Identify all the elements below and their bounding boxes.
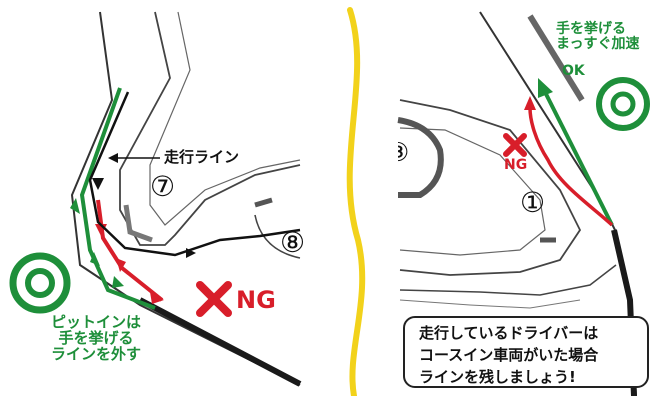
raise-hand-line-2: まっすぐ加速 xyxy=(556,35,640,52)
right-corner3-island xyxy=(397,117,444,198)
left-apex-curb xyxy=(254,197,273,208)
note-line-3: ラインを残しましょう! xyxy=(419,368,576,386)
left-driving-line xyxy=(88,91,301,257)
driving-line-pointer-head xyxy=(108,153,118,163)
pit-in-label: ピットインは 手を挙げる ラインを外す xyxy=(36,313,156,363)
note-line-1: 走行しているドライバーは xyxy=(419,324,599,342)
left-green-arrow-3 xyxy=(112,276,124,288)
note-callout: 走行しているドライバーは コースイン車両がいた場合 ラインを残しましょう! xyxy=(403,316,649,388)
corner-8-number: ⑧ xyxy=(280,226,306,259)
left-green-arrow-2 xyxy=(90,252,100,266)
left-red-arrow-2 xyxy=(116,258,126,272)
raise-hand-instruction: 手を挙げる まっすぐ加速 xyxy=(556,22,639,51)
right-bullseye-icon xyxy=(596,77,650,131)
left-driving-arrow-1 xyxy=(92,178,104,190)
right-ng-label: NG xyxy=(504,157,528,173)
right-green-line xyxy=(543,91,614,226)
left-red-line xyxy=(96,199,164,302)
pit-in-label-line-2: 手を挙げる xyxy=(58,328,134,347)
right-green-arrow xyxy=(538,78,553,98)
left-infield-line xyxy=(119,11,301,246)
right-infield-edge-2 xyxy=(399,127,546,256)
left-infield-line-2 xyxy=(149,11,301,226)
ok-label: OK xyxy=(562,63,585,79)
left-track-edge-dark xyxy=(138,297,302,387)
corner-1-number: ① xyxy=(520,186,546,219)
right-lower-edge-2 xyxy=(399,299,581,309)
right-outer-curb xyxy=(527,14,585,102)
left-green-line xyxy=(79,87,156,310)
driving-line-label: 走行ライン xyxy=(164,148,240,166)
right-red-arrow xyxy=(524,96,536,110)
note-line-2: コースイン車両がいた場合 xyxy=(419,346,599,364)
left-ng-cross xyxy=(196,281,232,317)
right-red-line xyxy=(528,107,614,227)
left-bullseye-icon xyxy=(9,252,71,314)
right-infield-edge xyxy=(399,99,582,276)
corner-7-number: ⑦ xyxy=(150,170,176,203)
left-red-arrow-3 xyxy=(150,292,164,304)
panel-divider xyxy=(346,7,366,396)
left-driving-arrow-2 xyxy=(186,248,196,258)
corner-3-number: ③ xyxy=(386,138,410,168)
right-ng-cross xyxy=(503,133,527,157)
left-ng-label: NG xyxy=(236,286,276,314)
pit-in-label-line-1: ピットインは xyxy=(50,313,141,331)
left-green-arrow-1 xyxy=(70,198,80,214)
left-infield-curb xyxy=(123,204,153,243)
left-corner8-edge xyxy=(254,214,301,259)
raise-hand-line-1: 手を挙げる xyxy=(556,21,626,37)
right-lower-edge xyxy=(399,264,617,296)
left-track-outer-edge xyxy=(70,11,301,386)
pit-in-label-line-3: ラインを外す xyxy=(50,344,141,363)
